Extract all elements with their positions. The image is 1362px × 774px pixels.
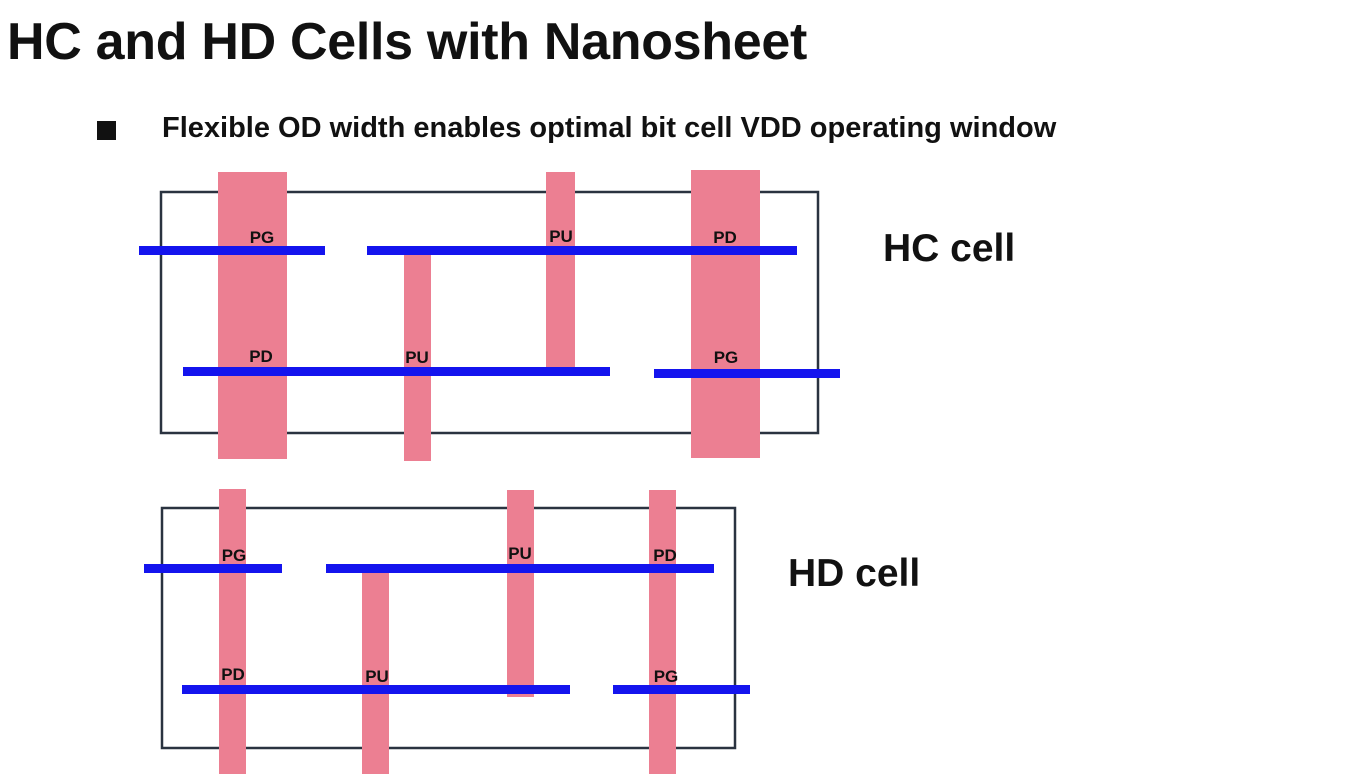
hc-od-pu-left bbox=[404, 255, 431, 461]
bullet-text: Flexible OD width enables optimal bit ce… bbox=[162, 112, 1057, 144]
hd-cell-boundary bbox=[160, 506, 737, 750]
hd-od-pg-left bbox=[219, 489, 246, 774]
hc-od-pd-right bbox=[691, 170, 760, 458]
hd-gate-top-right bbox=[326, 564, 714, 573]
hc-od-pu-right bbox=[546, 172, 575, 368]
hc-label-pg-bottom: PG bbox=[714, 348, 739, 367]
hd-label-pu-top: PU bbox=[508, 544, 532, 563]
hd-gate-bottom-right bbox=[613, 685, 750, 694]
slide-title: HC and HD Cells with Nanosheet bbox=[7, 13, 807, 71]
hd-od-pd-right bbox=[649, 490, 676, 774]
hd-label-pd-bottom: PD bbox=[221, 665, 245, 684]
hd-label-pg-top: PG bbox=[222, 546, 247, 565]
hc-cell-label: HC cell bbox=[883, 227, 1016, 270]
hd-od-pu-left bbox=[362, 572, 389, 774]
hd-gate-top-left bbox=[144, 564, 282, 573]
hc-gate-bottom-right bbox=[654, 369, 840, 378]
hd-cell-diagram: PG PU PD PD PU PG bbox=[144, 489, 750, 774]
bullet-square-icon bbox=[97, 121, 116, 140]
hd-cell-label: HD cell bbox=[788, 552, 921, 595]
hc-cell-diagram: PG PU PD PD PU PG bbox=[139, 170, 840, 461]
hc-label-pu-top: PU bbox=[549, 227, 573, 246]
hc-gate-top-left bbox=[139, 246, 325, 255]
hd-label-pu-bottom: PU bbox=[365, 667, 389, 686]
hc-label-pd-bottom: PD bbox=[249, 347, 273, 366]
hd-gate-bottom-left bbox=[182, 685, 570, 694]
hc-cell-boundary bbox=[159, 190, 820, 435]
hd-label-pg-bottom: PG bbox=[654, 667, 679, 686]
hc-label-pd-top: PD bbox=[713, 228, 737, 247]
hd-label-pd-top: PD bbox=[653, 546, 677, 565]
hc-label-pu-bottom: PU bbox=[405, 348, 429, 367]
hc-gate-top-right bbox=[367, 246, 797, 255]
hc-label-pg-top: PG bbox=[250, 228, 275, 247]
hc-od-pg-left bbox=[218, 172, 287, 459]
hc-gate-bottom-left bbox=[183, 367, 610, 376]
hd-od-pu-right bbox=[507, 490, 534, 697]
